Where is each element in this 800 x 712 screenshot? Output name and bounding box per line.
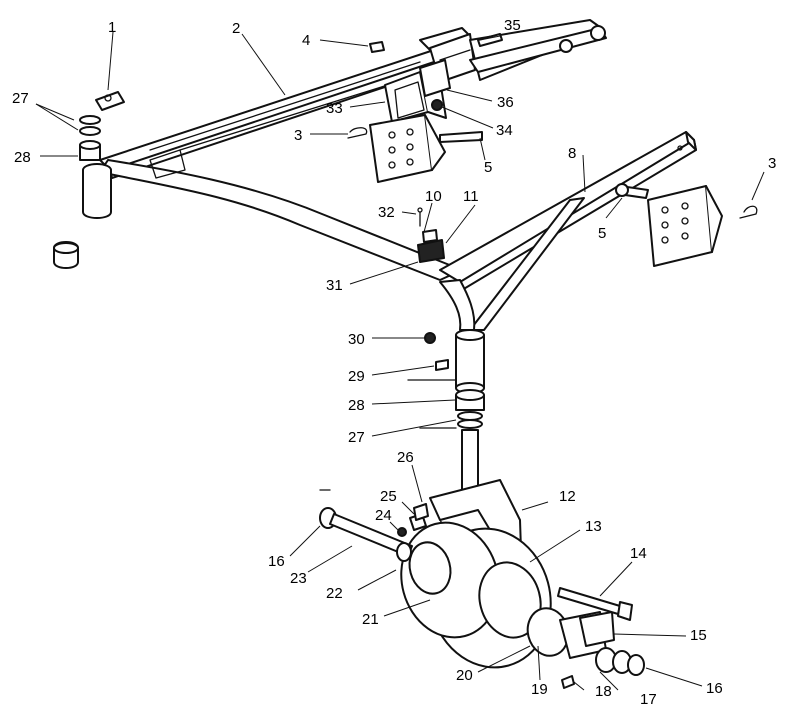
- callout-12: 12: [559, 488, 576, 505]
- callout-25: 25: [380, 488, 397, 505]
- callout-1: 1: [108, 19, 116, 36]
- right-clevis-bracket: [615, 183, 758, 267]
- callout-26: 26: [397, 449, 414, 466]
- callout-19: 19: [531, 681, 548, 698]
- callout-3: 3: [294, 127, 302, 144]
- callout-24: 24: [375, 507, 392, 524]
- callout-13: 13: [585, 518, 602, 535]
- leader-lines: [35, 31, 765, 691]
- callout-23: 23: [290, 570, 307, 587]
- callout-35: 35: [504, 17, 521, 34]
- axle-bolt-right: [557, 587, 633, 621]
- callout-27: 27: [348, 429, 365, 446]
- callout-16: 16: [706, 680, 723, 697]
- callout-29: 29: [348, 368, 365, 385]
- callout-5: 5: [598, 225, 606, 242]
- callout-5: 5: [484, 159, 492, 176]
- callout-labels: 1 2 3 3 4 5 5 8 10 11 12 13 14 15 16 16 …: [12, 17, 776, 708]
- callout-2: 2: [232, 20, 240, 37]
- callout-28: 28: [14, 149, 31, 166]
- callout-21: 21: [362, 611, 379, 628]
- callout-3: 3: [768, 155, 776, 172]
- caster-wheel: [400, 521, 552, 669]
- callout-28: 28: [348, 397, 365, 414]
- callout-8: 8: [568, 145, 576, 162]
- callout-16: 16: [268, 553, 285, 570]
- callout-32: 32: [378, 204, 395, 221]
- left-clevis-bracket: [347, 114, 483, 183]
- callout-18: 18: [595, 683, 612, 700]
- assembly-guide-lines: [319, 379, 457, 491]
- callout-10: 10: [425, 188, 442, 205]
- left-pivot-post: [82, 163, 112, 219]
- callout-11: 11: [463, 188, 479, 205]
- callout-31: 31: [326, 277, 343, 294]
- caster-pivot-tube: [424, 329, 485, 429]
- center-hardware: [417, 207, 445, 263]
- callout-30: 30: [348, 331, 365, 348]
- callout-36: 36: [497, 94, 514, 111]
- main-frame: [99, 27, 697, 331]
- left-pivot-hardware: [53, 91, 125, 269]
- callout-20: 20: [456, 667, 473, 684]
- top-hitch-assembly: [369, 19, 607, 123]
- callout-4: 4: [302, 32, 310, 49]
- callout-34: 34: [496, 122, 513, 139]
- wheel-hub-assembly: [526, 607, 645, 689]
- callout-27: 27: [12, 90, 29, 107]
- callout-14: 14: [630, 545, 647, 562]
- callout-22: 22: [326, 585, 343, 602]
- axle-left-side: [319, 503, 429, 562]
- callout-15: 15: [690, 627, 707, 644]
- callout-17: 17: [640, 691, 657, 708]
- callout-33: 33: [326, 100, 343, 117]
